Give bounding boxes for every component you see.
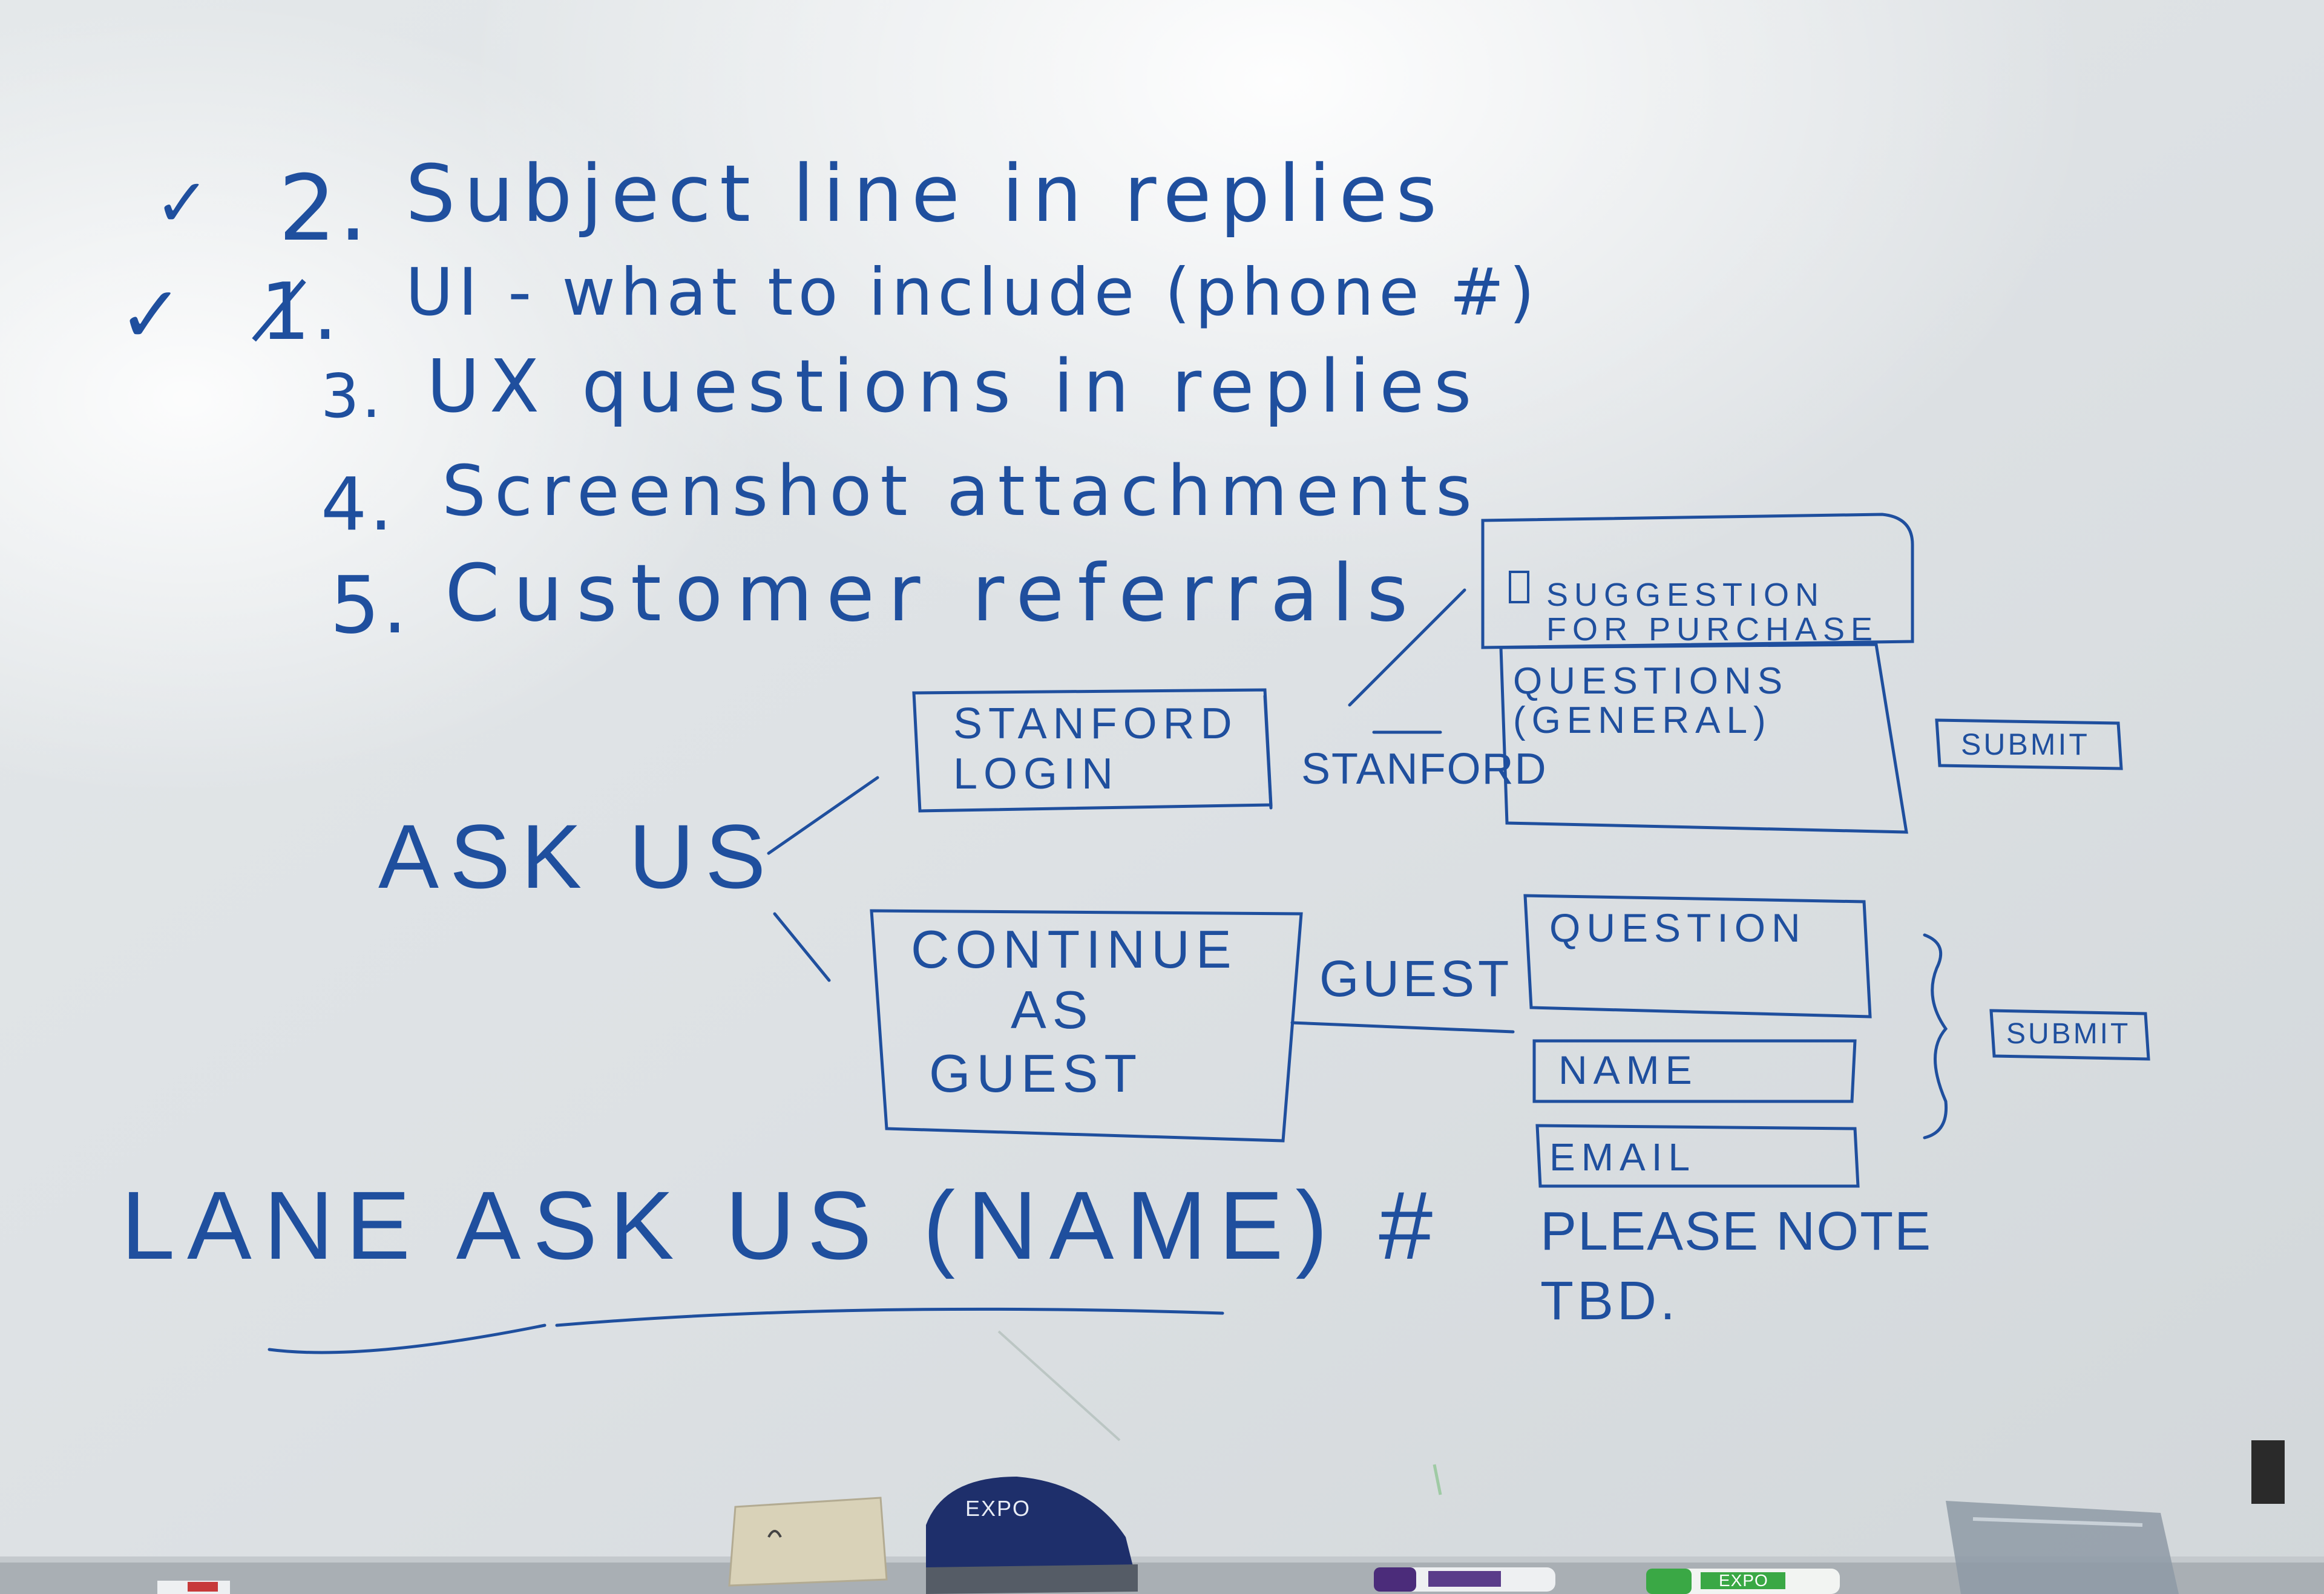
plastic-bag [1946, 1501, 2179, 1594]
red-marker [157, 1581, 230, 1594]
questions-general-sub-label: (GENERAL) [1513, 700, 1772, 741]
agenda-item-text: Screenshot attachments [442, 451, 1481, 532]
suggestion-for-purchase-label: SUGGESTION FOR PURCHASE [1546, 577, 1879, 648]
guest-box-label: GUEST [929, 1043, 1143, 1103]
name-field-box [1532, 1039, 1857, 1103]
submit-bottom-box [1989, 1009, 2150, 1061]
purple-marker [1374, 1567, 1555, 1592]
marker-brand-label: EXPO [1719, 1571, 1768, 1590]
guest-label: GUEST [1319, 950, 1513, 1007]
footer-note: LANE ASK US (NAME) # [121, 1171, 1445, 1279]
agenda-item-text: UI - what to include (phone #) [405, 255, 1540, 330]
connector-line [767, 776, 879, 855]
check-mark-icon: ✓ [154, 164, 213, 241]
email-field-label: EMAIL [1549, 1135, 1696, 1179]
eraser-brand-label: EXPO [965, 1496, 1031, 1521]
name-field-label: NAME [1558, 1048, 1698, 1092]
submit-bottom-label: SUBMIT [2006, 1018, 2131, 1050]
ask-us-label: ASK US [378, 805, 777, 907]
connector-line [773, 912, 831, 982]
question-field-box [1523, 894, 1872, 1018]
agenda-item-number: 2. [278, 156, 370, 261]
marker-tray [157, 1440, 2285, 1594]
agenda-item-number: 3. [321, 361, 384, 431]
board-mount-clip [2251, 1440, 2285, 1504]
stanford-login-label: STANFORD LOGIN [953, 700, 1238, 798]
stanford-label: STANFORD [1301, 745, 1548, 793]
agenda-item-text: Subject line in replies [405, 148, 1446, 240]
continue-label: CONTINUE [911, 919, 1238, 979]
question-field-label: QUESTION [1549, 905, 1807, 950]
agenda-item-text: UX questions in replies [427, 345, 1482, 429]
agenda-item-number: 4. [321, 463, 395, 547]
tbd-label: TBD. [1540, 1271, 1679, 1331]
agenda-item-number: 1̸. [260, 266, 341, 358]
suggestion-box [1481, 513, 1914, 649]
questions-general-label: QUESTIONS [1513, 660, 1789, 702]
eraser-icon [926, 1477, 1138, 1594]
agenda-item-number: 5. [330, 559, 410, 651]
email-field-box [1535, 1124, 1860, 1188]
check-mark-icon: ✓ [118, 269, 186, 361]
as-label: AS [1011, 980, 1094, 1040]
agenda-item-text: Customer referrals [445, 547, 1422, 639]
submit-top-label: SUBMIT [1961, 727, 2090, 761]
card-reader-device [728, 1497, 888, 1587]
questions-general-box [1499, 643, 1908, 834]
green-marker [1646, 1569, 1840, 1594]
submit-top-box [1935, 718, 2123, 770]
continue-as-guest-box [870, 909, 1303, 1143]
please-note-label: PLEASE NOTE [1540, 1201, 1932, 1262]
